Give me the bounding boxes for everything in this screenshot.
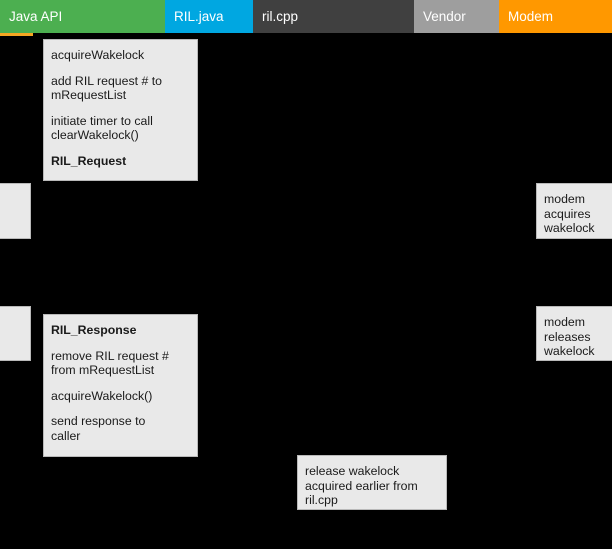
lane-tab-ril-cpp[interactable]: ril.cpp: [253, 0, 414, 33]
note-ril-response-line-1: remove RIL request # from mRequestList: [51, 348, 169, 378]
lane-accent-underline: [0, 33, 33, 36]
note-ril-request-line-2: add RIL request # to mRequestList: [51, 73, 162, 103]
note-left-clipped-upper[interactable]: [0, 183, 31, 239]
note-modem-releases-wakelock[interactable]: modem releases wakelock: [536, 306, 612, 361]
note-ril-response-title: RIL_Response: [51, 323, 137, 337]
note-ril-response[interactable]: RIL_Response remove RIL request # from m…: [43, 314, 198, 457]
lane-tab-label-modem: Modem: [508, 9, 554, 24]
note-ril-request-title: RIL_Request: [51, 153, 127, 168]
note-ril-request-line-3: initiate timer to call clearWakelock(): [51, 113, 153, 143]
note-ril-response-line-3: send response to caller: [51, 414, 146, 443]
note-release-wakelock-text: release wakelock acquired earlier from r…: [305, 464, 418, 508]
lane-tab-ril-java[interactable]: RIL.java: [165, 0, 253, 33]
note-modem-acquires-wakelock[interactable]: modem acquires wakelock: [536, 183, 612, 239]
note-ril-request-line-1: acquireWakelock: [51, 48, 145, 62]
lane-header: Java API RIL.java ril.cpp Vendor Modem: [0, 0, 612, 33]
lane-tab-java-api[interactable]: Java API: [0, 0, 165, 33]
note-ril-response-line-2: acquireWakelock(): [51, 388, 153, 403]
lane-tab-label-ril-java: RIL.java: [174, 9, 224, 24]
note-ril-request[interactable]: acquireWakelock add RIL request # to mRe…: [43, 39, 198, 181]
lane-tab-vendor[interactable]: Vendor: [414, 0, 499, 33]
lane-tab-label-ril-cpp: ril.cpp: [262, 9, 299, 24]
note-release-wakelock[interactable]: release wakelock acquired earlier from r…: [297, 455, 447, 510]
note-modem-releases-text: modem releases wakelock: [544, 315, 595, 359]
lane-tab-label-java-api: Java API: [9, 9, 63, 24]
lane-tab-label-vendor: Vendor: [423, 9, 466, 24]
note-left-clipped-lower[interactable]: [0, 306, 31, 361]
lane-tab-modem[interactable]: Modem: [499, 0, 612, 33]
note-modem-acquires-text: modem acquires wakelock: [544, 192, 595, 236]
